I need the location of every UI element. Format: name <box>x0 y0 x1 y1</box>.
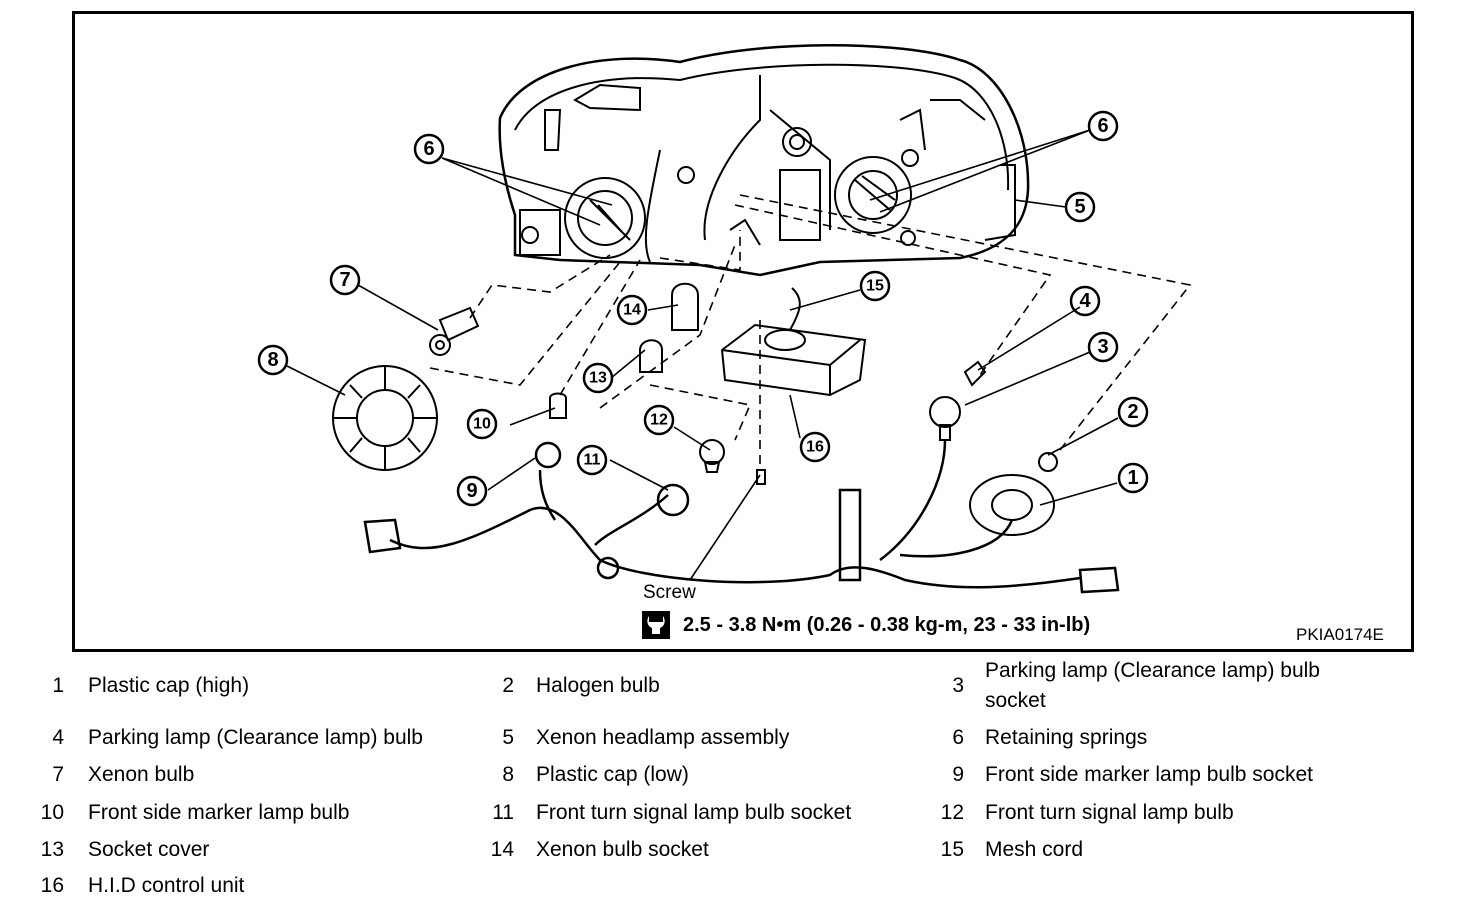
legend-num: 6 <box>952 726 964 749</box>
legend-label: Halogen bulb <box>536 674 660 697</box>
callout-11: 11 <box>584 452 601 469</box>
wiring-harness <box>363 439 1120 594</box>
legend-label: Plastic cap (high) <box>88 674 250 697</box>
callout-15: 15 <box>866 278 884 295</box>
callout-10: 10 <box>473 416 491 433</box>
legend-num: 15 <box>940 838 964 861</box>
callout-2: 2 <box>1127 401 1138 423</box>
callout-8: 8 <box>267 349 278 371</box>
legend-label: Plastic cap (low) <box>536 763 689 786</box>
diagram-frame <box>72 11 1414 652</box>
legend-label: H.I.D control unit <box>88 874 245 897</box>
legend-label: Retaining springs <box>985 726 1148 749</box>
callout-9: 9 <box>466 480 477 502</box>
legend-num: 10 <box>40 801 64 824</box>
legend-num: 9 <box>952 763 964 786</box>
legend-num: 3 <box>952 674 964 697</box>
legend-label: Parking lamp (Clearance lamp) bulb <box>88 726 423 749</box>
legend-num: 7 <box>52 763 64 786</box>
callout-5: 5 <box>1074 196 1085 218</box>
callouts <box>257 110 1149 507</box>
xenon-bulb <box>429 306 480 356</box>
hid-control-unit <box>720 287 867 397</box>
torque-spec-row: 2.5 - 3.8 N•m (0.26 - 0.38 kg-m, 23 - 33… <box>641 610 1090 640</box>
callout-4: 4 <box>1079 290 1091 312</box>
xenon-bulb-socket <box>671 282 699 331</box>
legend-num: 16 <box>40 874 64 897</box>
legend-label: Front side marker lamp bulb socket <box>985 763 1313 786</box>
legend-label: Socket cover <box>88 838 210 861</box>
legend-num: 12 <box>940 801 964 824</box>
plastic-cap-low <box>332 365 438 471</box>
socket-cover <box>639 339 663 373</box>
parking-lamp-bulb <box>963 360 987 387</box>
figure-code: PKIA0174E <box>1296 625 1384 644</box>
torque-spec: 2.5 - 3.8 N•m (0.26 - 0.38 kg-m, 23 - 33… <box>683 613 1091 636</box>
xenon-headlamp-housing <box>498 44 1030 277</box>
callout-12: 12 <box>650 412 668 429</box>
legend-label: Front turn signal lamp bulb socket <box>536 801 852 824</box>
legend-num: 14 <box>490 838 514 861</box>
headlamp-exploded-diagram: 1 2 3 4 5 6 6 7 8 9 10 11 12 13 14 15 16 <box>257 44 1192 594</box>
screw <box>756 469 766 485</box>
legend-num: 2 <box>502 674 514 697</box>
torque-wrench-icon <box>642 611 670 639</box>
legend-num: 1 <box>52 674 64 697</box>
callout-3: 3 <box>1097 336 1108 358</box>
front-turn-signal-lamp-bulb <box>699 439 725 473</box>
front-side-marker-lamp-bulb <box>549 392 567 419</box>
legend-label-continued: socket <box>985 689 1046 712</box>
legend-num: 8 <box>502 763 514 786</box>
legend-label: Xenon bulb <box>88 763 195 786</box>
legend-label: Parking lamp (Clearance lamp) bulb <box>985 659 1320 682</box>
halogen-bulb <box>1038 452 1058 472</box>
assembly-guide-lines <box>429 194 1192 470</box>
callout-6-left: 6 <box>423 138 434 160</box>
parking-lamp-bulb-socket <box>929 396 961 441</box>
callout-14: 14 <box>623 302 641 319</box>
legend-num: 11 <box>492 801 514 824</box>
callout-7: 7 <box>339 269 350 291</box>
legend-num: 13 <box>40 838 64 861</box>
callout-6-right: 6 <box>1097 115 1108 137</box>
screw-label: Screw <box>643 582 696 603</box>
legend-num: 5 <box>502 726 514 749</box>
leader-lines <box>286 129 1119 581</box>
legend-label: Xenon bulb socket <box>536 838 709 861</box>
legend-label: Mesh cord <box>985 838 1084 861</box>
legend-label: Front turn signal lamp bulb <box>985 801 1234 824</box>
callout-16: 16 <box>806 439 824 456</box>
callout-1: 1 <box>1127 467 1138 489</box>
callout-numbers: 1 2 3 4 5 6 6 7 8 9 10 11 12 13 14 15 16 <box>267 115 1138 502</box>
legend-num: 4 <box>52 726 64 749</box>
legend-label: Front side marker lamp bulb <box>88 801 350 824</box>
callout-13: 13 <box>589 370 607 387</box>
legend-label: Xenon headlamp assembly <box>536 726 790 749</box>
